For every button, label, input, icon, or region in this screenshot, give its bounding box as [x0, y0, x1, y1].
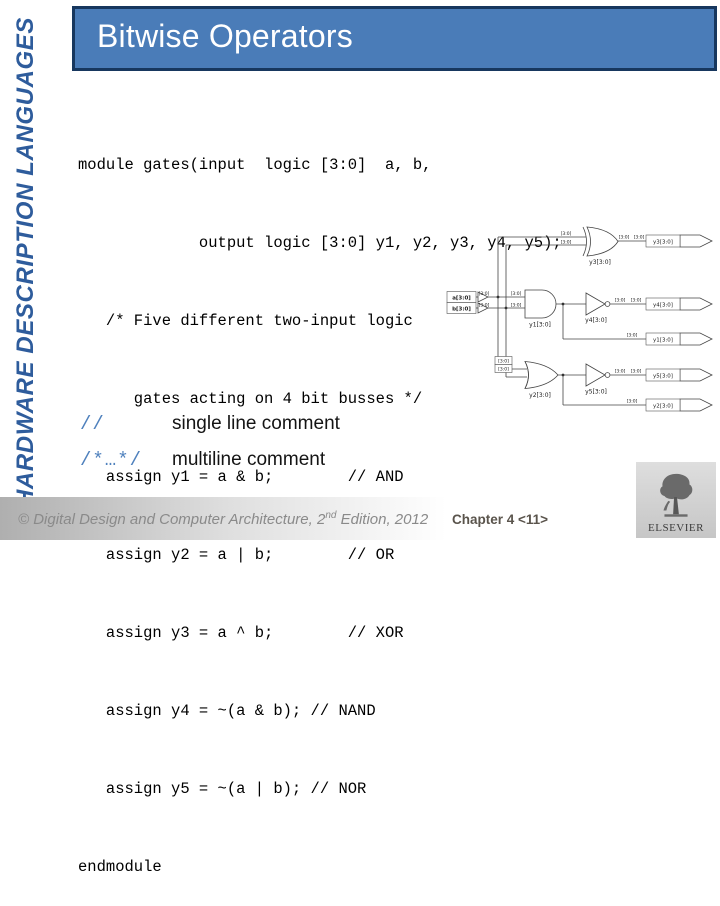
circuit-diagram: a[3:0] b[3:0] y3[3:0] y4[3:0] y1[3:0] y5…	[446, 226, 713, 412]
output-y3-label: y3[3:0]	[653, 240, 673, 246]
code-line: assign y4 = ~(a & b); // NAND	[78, 702, 376, 720]
page-title: Bitwise Operators	[97, 18, 353, 54]
bus-width-label: [3:0]	[561, 240, 572, 246]
inverter-gate-icon	[585, 363, 611, 387]
bus-width-label: [3:0]	[511, 303, 522, 309]
multiline-comment-description: multiline comment	[172, 449, 326, 470]
multiline-comment-symbol: /*…*/	[80, 449, 143, 471]
bus-width-label: [3:0]	[479, 291, 490, 297]
chapter-label: Chapter 4 <11>	[452, 512, 549, 527]
bus-width-label: [3:0]	[498, 367, 509, 373]
nand-inverter-label: y4[3:0]	[585, 317, 607, 324]
code-line: module gates(input logic [3:0] a, b,	[78, 156, 432, 174]
output-label-box	[645, 297, 681, 311]
nor-inverter-label: y5[3:0]	[585, 389, 607, 396]
or-gate-label: y2[3:0]	[529, 392, 551, 399]
code-line: assign y3 = a ^ b; // XOR	[78, 624, 404, 642]
elsevier-tree-icon	[660, 473, 693, 517]
bus-width-label: [3:0]	[619, 235, 630, 241]
and-gate-label: y1[3:0]	[529, 322, 551, 329]
copyright-suffix: Edition, 2012	[336, 511, 429, 528]
copyright-superscript: nd	[325, 510, 337, 521]
bus-width-label: [3:0]	[627, 333, 638, 339]
output-label-box	[645, 332, 681, 346]
output-y4-label: y4[3:0]	[653, 303, 673, 309]
inverter-gate-icon	[585, 292, 611, 316]
output-label-box	[645, 234, 681, 248]
bus-width-label: [3:0]	[634, 235, 645, 241]
legend-row: // single line comment	[80, 406, 340, 442]
output-label-box	[645, 368, 681, 382]
xor-gate-icon	[582, 226, 619, 257]
copyright-prefix: © Digital Design and Computer Architectu…	[18, 511, 326, 528]
bus-width-label: [3:0]	[615, 298, 626, 304]
bus-width-label: [3:0]	[615, 369, 626, 375]
bus-width-label: [3:0]	[631, 298, 642, 304]
input-buffer-icon	[477, 291, 489, 303]
output-buffer-icon	[679, 332, 713, 346]
elsevier-logo: ELSEVIER	[636, 462, 716, 538]
bus-label-box	[494, 364, 513, 373]
footer-bar	[0, 497, 720, 540]
bus-width-label: [3:0]	[479, 303, 490, 309]
elsevier-wordmark: ELSEVIER	[648, 522, 704, 534]
code-line: assign y1 = a & b; // AND	[78, 468, 404, 486]
output-buffer-icon	[679, 297, 713, 311]
bus-width-label: [3:0]	[498, 359, 509, 365]
comment-legend: // single line comment /*…*/ multiline c…	[80, 406, 340, 478]
legend-row: /*…*/ multiline comment	[80, 442, 340, 478]
and-gate-icon	[524, 289, 557, 319]
output-y5-label: y5[3:0]	[653, 374, 673, 380]
single-line-comment-description: single line comment	[172, 413, 340, 434]
input-label-box	[446, 302, 477, 314]
output-buffer-icon	[679, 234, 713, 248]
output-buffer-icon	[679, 368, 713, 382]
output-buffer-icon	[679, 398, 713, 412]
bus-width-label: [3:0]	[631, 369, 642, 375]
bus-width-label: [3:0]	[561, 231, 572, 237]
title-bar: Bitwise Operators	[72, 6, 717, 71]
code-line: /* Five different two-input logic	[78, 312, 413, 330]
input-b-label: b[3:0]	[452, 307, 471, 313]
input-a-label: a[3:0]	[452, 296, 471, 302]
copyright-text: © Digital Design and Computer Architectu…	[18, 510, 428, 528]
code-line: output logic [3:0] y1, y2, y3, y4, y5);	[78, 234, 562, 252]
code-line: endmodule	[78, 858, 162, 876]
output-y1-label: y1[3:0]	[653, 338, 673, 344]
output-y2-label: y2[3:0]	[653, 404, 673, 410]
code-line: assign y2 = a | b; // OR	[78, 546, 395, 564]
xor-gate-label: y3[3:0]	[589, 259, 611, 266]
bus-width-label: [3:0]	[511, 291, 522, 297]
single-line-comment-symbol: //	[80, 413, 105, 435]
input-buffer-icon	[477, 302, 489, 314]
bus-width-label: [3:0]	[627, 399, 638, 405]
or-gate-icon	[524, 361, 559, 389]
output-label-box	[645, 398, 681, 412]
code-line: gates acting on 4 bit busses */	[78, 390, 423, 408]
sidebar-vertical-label: HARDWARE DESCRIPTION LANGUAGES	[12, 16, 39, 507]
code-line: assign y5 = ~(a | b); // NOR	[78, 780, 367, 798]
